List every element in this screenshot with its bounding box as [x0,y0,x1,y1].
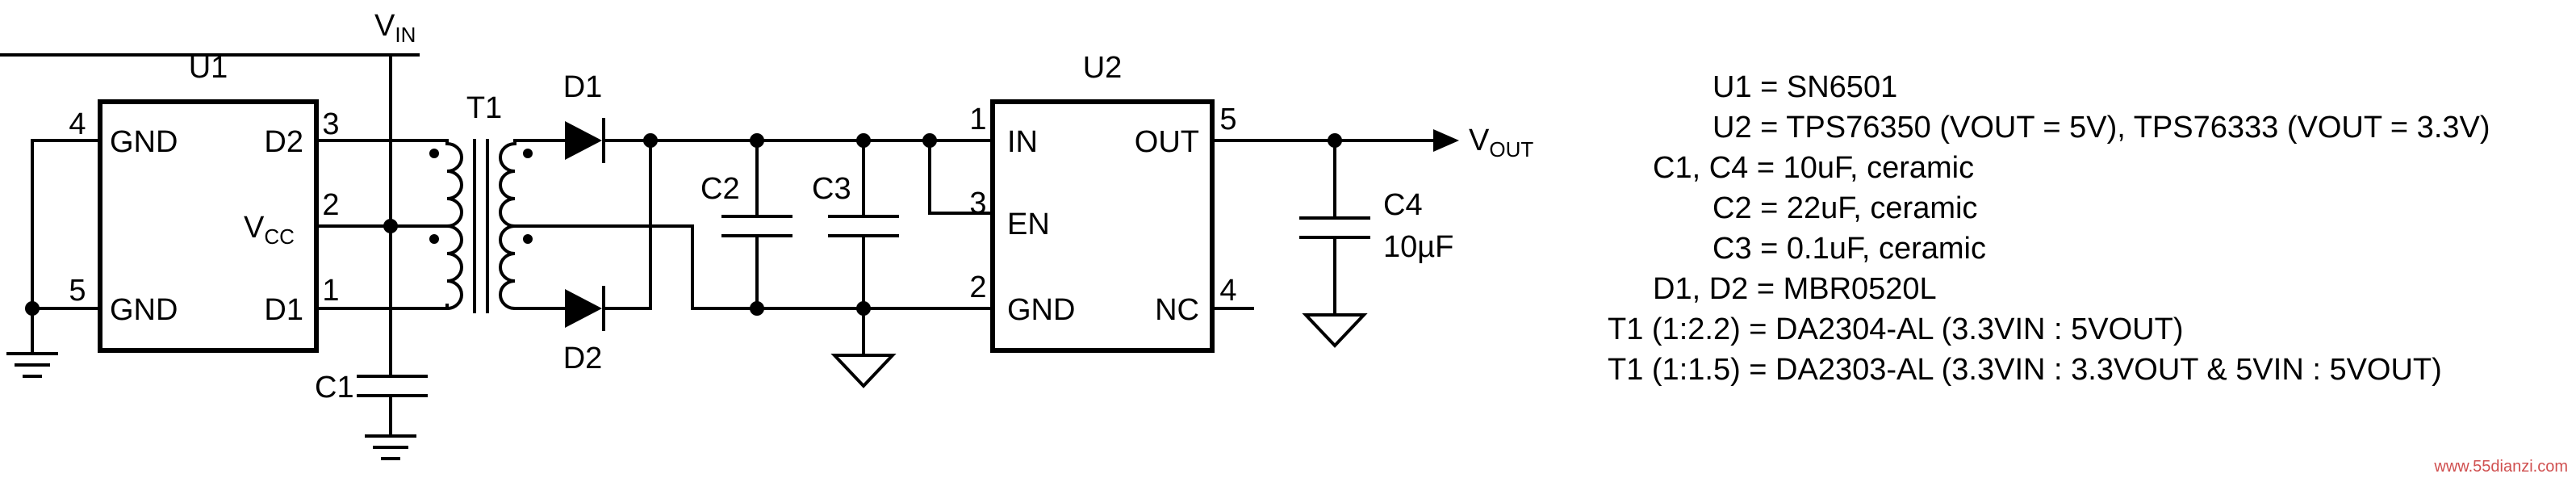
u2-pin-number-3: 3 [969,187,986,220]
c4-value: 10µF [1383,230,1453,264]
note-t1-15: T1 (1:1.5) = DA2303-AL (3.3VIN : 3.3VOUT… [1608,353,2442,387]
u1-pin-gnd-top: GND [110,125,178,159]
u2-chip: U2 IN EN GND OUT NC [990,51,1215,353]
note-c1-c4: C1, C4 = 10uF, ceramic [1653,151,1974,185]
u1-pin-d2: D2 [264,125,303,159]
transformer-t1 [315,139,994,313]
u1-ground-wiring [25,139,102,355]
vout-label: VOUT [1469,124,1533,161]
u1-pin-number-1: 1 [322,274,339,308]
note-t1-22: T1 (1:2.2) = DA2304-AL (3.3VIN : 5VOUT) [1608,312,2183,346]
vout-arrow-icon [1433,129,1459,152]
diode-d2 [557,133,658,331]
note-c3: C3 = 0.1uF, ceramic [1712,232,1986,266]
c4-label: C4 [1383,188,1423,222]
u2-pin-en: EN [1007,208,1050,241]
u1-pin-gnd-bottom: GND [110,293,178,327]
capacitor-c3 [828,133,899,357]
enable-wiring [922,133,994,215]
u1-pin-number-4: 4 [69,107,86,141]
note-c2: C2 = 22uF, ceramic [1712,191,1977,225]
vin-label: VIN [374,9,416,47]
capacitor-c4 [1299,139,1370,317]
u1-pin-number-2: 2 [322,188,339,222]
note-d1-d2: D1, D2 = MBR0520L [1653,272,1937,306]
capacitor-c2 [721,133,792,316]
u1-body [98,99,319,353]
d1-label: D1 [563,70,603,104]
ground-symbol-u1 [6,352,58,378]
u2-pin-number-1: 1 [969,103,986,136]
u2-pin-number-4: 4 [1219,274,1236,308]
u1-pin-vcc: VCC [244,211,295,249]
ground-symbol-c1 [365,434,416,460]
u2-label: U2 [1083,51,1123,85]
vin-wiring [0,53,420,378]
c3-label: C3 [812,172,851,206]
u1-pin-number-3: 3 [322,107,339,141]
c2-label: C2 [700,172,740,206]
u2-pin-in: IN [1007,125,1038,159]
u2-pin-out: OUT [1135,125,1199,159]
u1-pin-d1: D1 [264,293,303,327]
note-u2: U2 = TPS76350 (VOUT = 5V), TPS76333 (VOU… [1712,111,2490,145]
d2-label: D2 [563,342,603,375]
capacitor-c1 [357,375,428,438]
u2-pin-nc: NC [1155,293,1199,327]
component-notes: U1 = SN6501 U2 = TPS76350 (VOUT = 5V), T… [1608,70,2490,387]
c1-label: C1 [315,371,354,405]
u1-chip: U1 GND GND D2 D1 VCC [98,51,319,353]
u2-body [990,99,1215,353]
ground-symbol-c4 [1302,313,1368,348]
note-u1: U1 = SN6501 [1712,70,1897,104]
ground-symbol-c3 [830,354,897,388]
t1-label: T1 [466,91,502,125]
u1-pin-number-5: 5 [69,274,86,308]
u2-pin-number-5: 5 [1219,103,1236,136]
watermark: www.55dianzi.com [2433,458,2568,476]
u2-pin-gnd: GND [1007,293,1075,327]
u2-pin-number-2: 2 [969,270,986,304]
